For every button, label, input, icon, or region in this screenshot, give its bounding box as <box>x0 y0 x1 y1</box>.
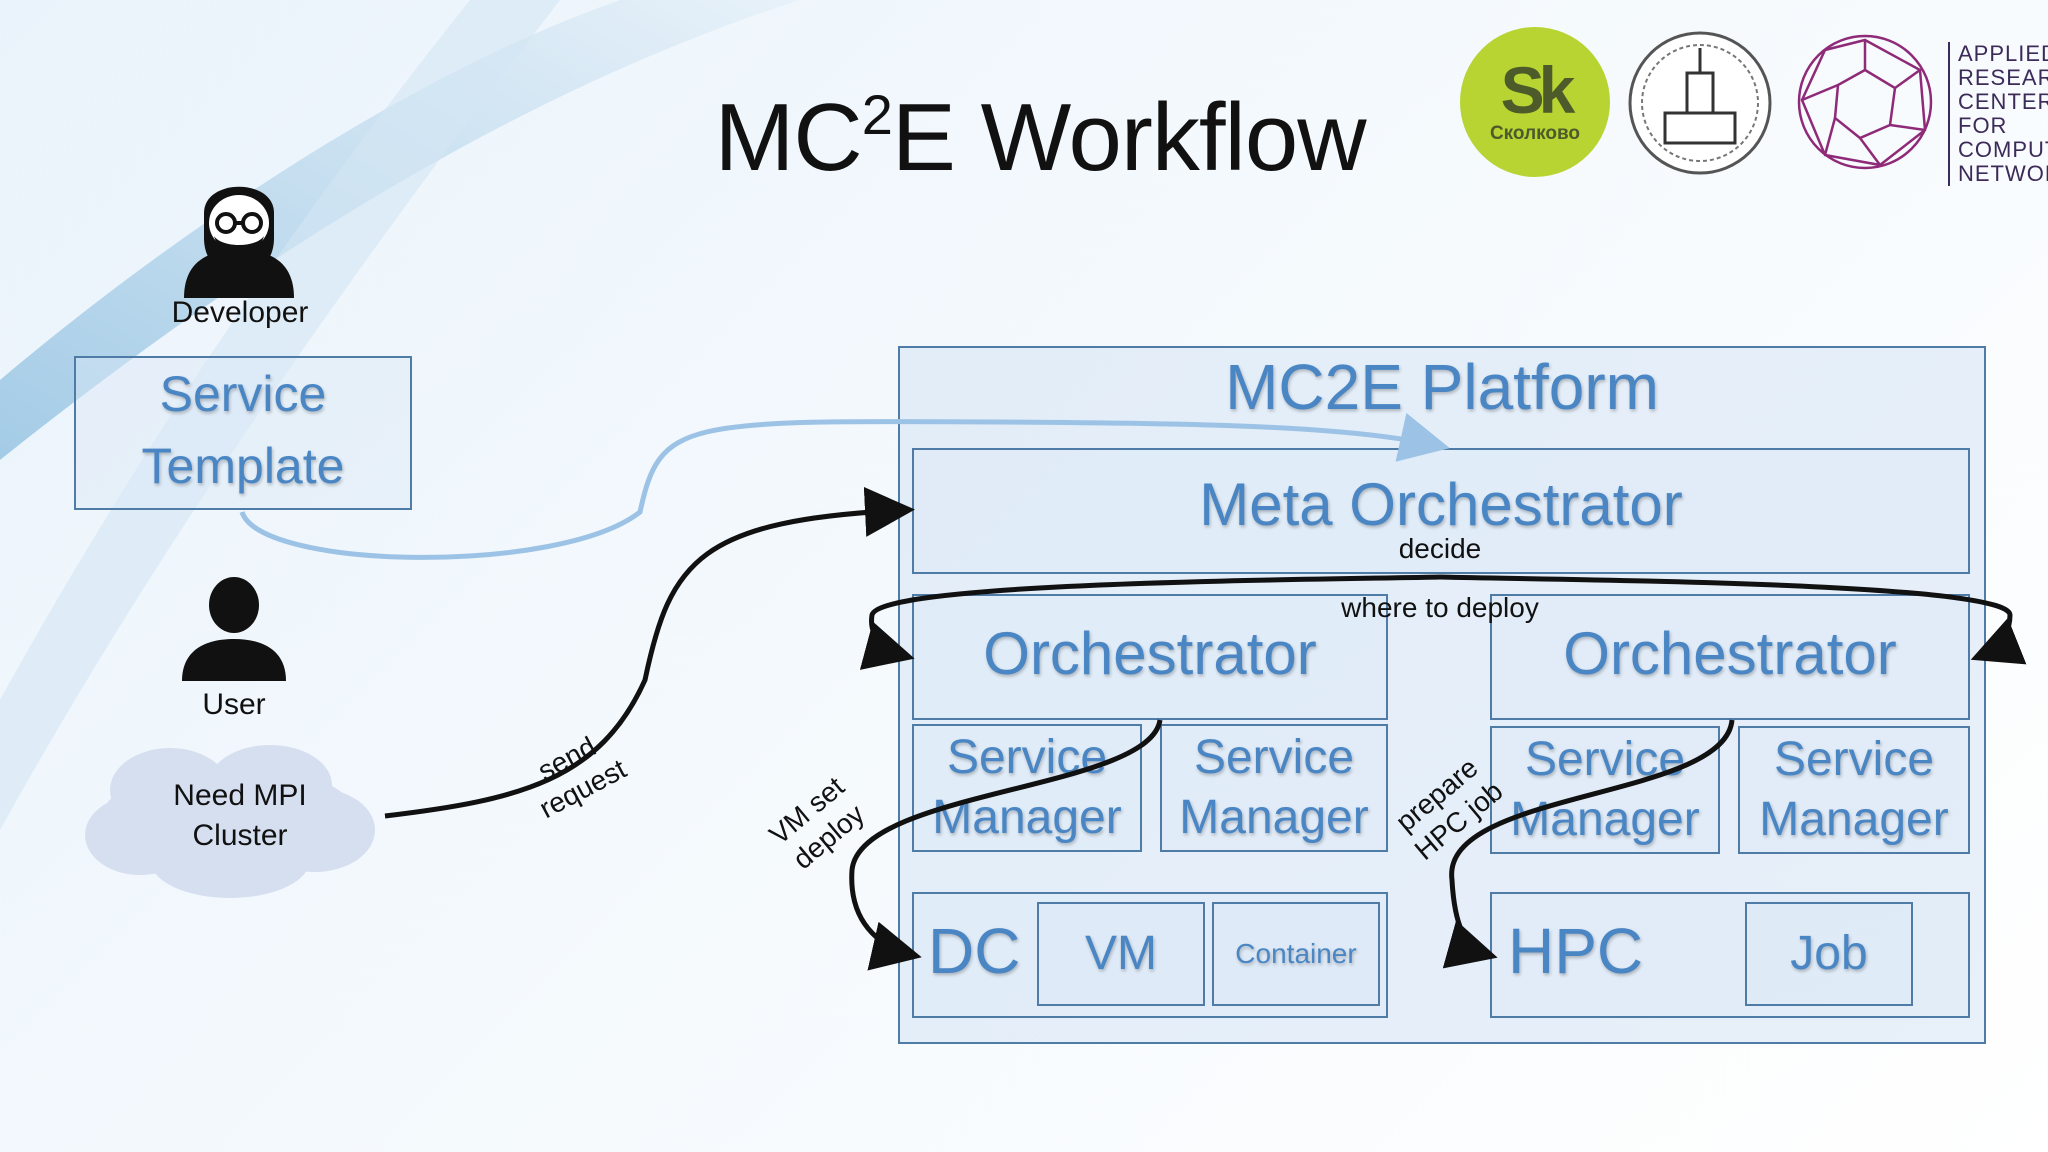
container-box: Container <box>1212 902 1380 1006</box>
hpc-box: HPC <box>1490 892 1970 1018</box>
developer-label: Developer <box>171 296 309 329</box>
service-template-line2: Template <box>141 438 345 494</box>
job-box: Job <box>1745 902 1913 1006</box>
need-mpi-cluster-text: Need MPI Cluster <box>173 779 307 852</box>
decide-label: decide <box>1398 533 1482 564</box>
arc-network-logo-icon <box>1797 34 1933 170</box>
request-cloud-icon <box>85 745 375 898</box>
page-title: MC2E Workflow <box>714 83 1366 191</box>
meta-to-left-orchestrator-arrow <box>859 574 1441 670</box>
mc2e-platform-container: MC2E Platform <box>898 346 1986 1044</box>
service-template-line1: Service <box>159 366 327 422</box>
service-template-box: Service Template <box>74 356 412 510</box>
vm-box: VM <box>1037 902 1205 1006</box>
meta-orchestrator-box: Meta Orchestrator <box>912 448 1970 574</box>
developer-icon <box>184 186 294 298</box>
template-to-meta-arrow <box>239 412 1450 560</box>
platform-title: MC2E Platform <box>1225 351 1659 423</box>
arc-logo-text: APPLIED RESEARCH CENTER FOR COMPUTER NET… <box>1948 42 2048 186</box>
skolkovo-logo: Sk Сколково <box>1460 27 1610 177</box>
msu-emblem-icon <box>1628 31 1772 175</box>
dc-label: DC <box>928 915 1021 987</box>
user-icon <box>182 577 286 681</box>
meta-to-right-orchestrator-arrow <box>1439 574 2027 665</box>
where-to-deploy-label: where to deploy <box>1341 592 1539 623</box>
vm-deploy-arrow <box>849 719 1163 971</box>
user-label: User <box>202 688 266 721</box>
hpc-job-arrow <box>1442 719 1735 969</box>
send-request-arrow <box>384 486 915 819</box>
orchestrator-left-box: Orchestrator <box>912 594 1388 720</box>
orchestrator-right-box: Orchestrator <box>1490 594 1970 720</box>
hpc-label: HPC <box>1508 915 1644 987</box>
